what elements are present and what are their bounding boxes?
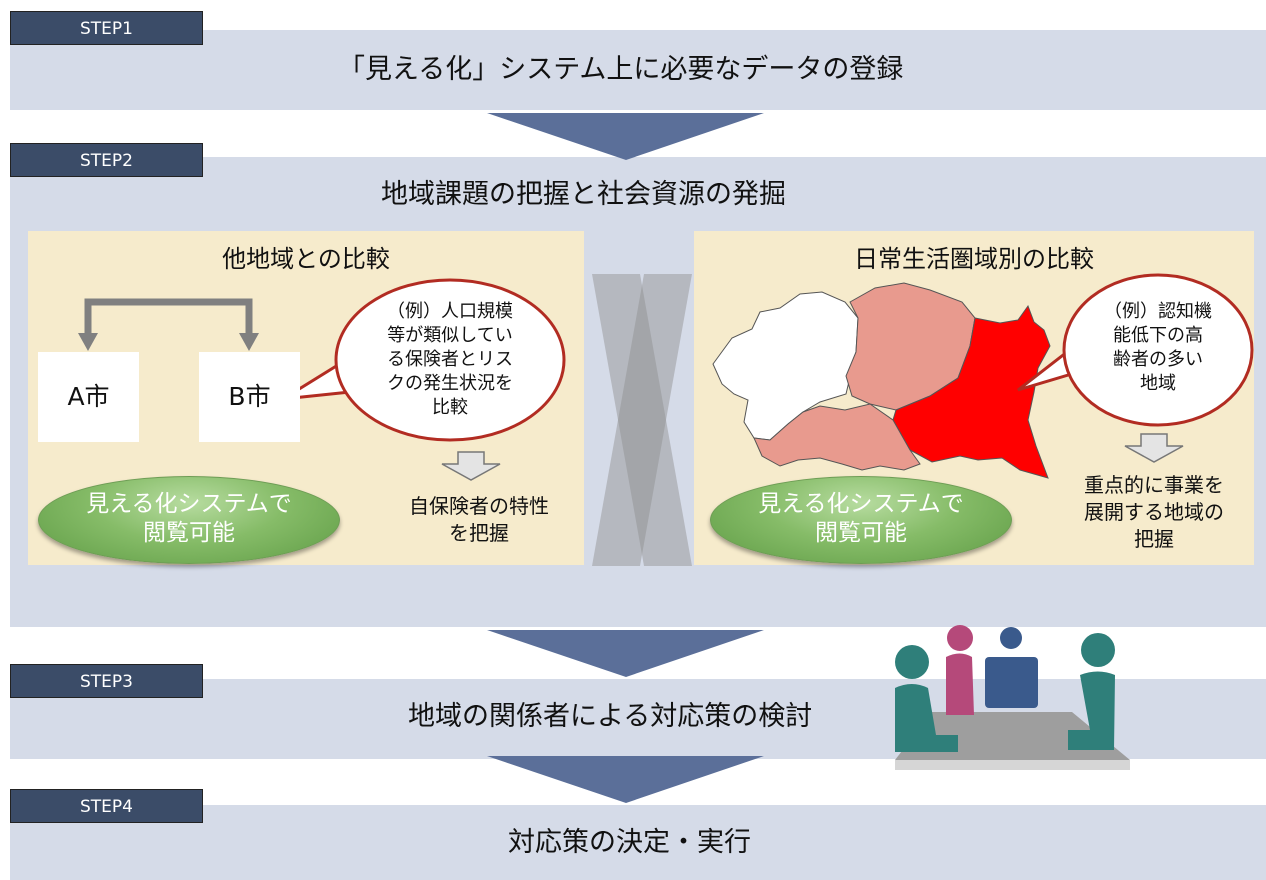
left-view-button[interactable]: 見える化システムで 閲覧可能 [38,476,340,564]
step4-band [10,805,1266,880]
step4-title: 対応策の決定・実行 [508,827,751,858]
step3-title: 地域の関係者による対応策の検討 [408,701,813,732]
left-bubble-text: （例）人口規模 等が類似してい る保険者とリス クの発生状況を 比較 [387,301,513,418]
right-bubble-text: （例）認知機 能低下の高 齢者の多い 地域 [1104,301,1212,394]
step1-band [10,30,1266,110]
step1-tab: STEP1 [10,11,203,45]
city-a-box: A市 [38,352,139,442]
down-arrow-icon [1124,433,1184,463]
step3-tab: STEP3 [10,664,203,698]
step1-title: 「見える化」システム上に必要なデータの登録 [338,54,904,85]
compare-arrow-icon [239,333,259,351]
meeting-icon [895,625,1130,770]
right-view-button[interactable]: 見える化システムで 閲覧可能 [710,476,1012,564]
down-arrow-icon [441,451,501,481]
left-panel-title: 他地域との比較 [222,245,390,273]
cross-icon [592,274,692,566]
step2-title: 地域課題の把握と社会資源の発掘 [381,179,786,210]
bubble-left [334,278,566,442]
right-result-text: 重点的に事業を 展開する地域の 把握 [1084,473,1224,551]
down-arrow-icon [487,630,764,677]
down-arrow-icon [487,756,764,803]
right-panel-title: 日常生活圏域別の比較 [854,245,1094,273]
map-icon [712,282,1051,479]
step2-tab: STEP2 [10,143,203,177]
bubble-right [1062,273,1254,427]
left-result-text: 自保険者の特性 を把握 [409,494,549,545]
compare-arrow-icon [84,298,253,336]
city-b-box: B市 [199,352,300,442]
step4-tab: STEP4 [10,789,203,823]
cross-icon [592,274,692,566]
compare-arrow-icon [78,333,98,351]
down-arrow-icon [487,113,764,160]
